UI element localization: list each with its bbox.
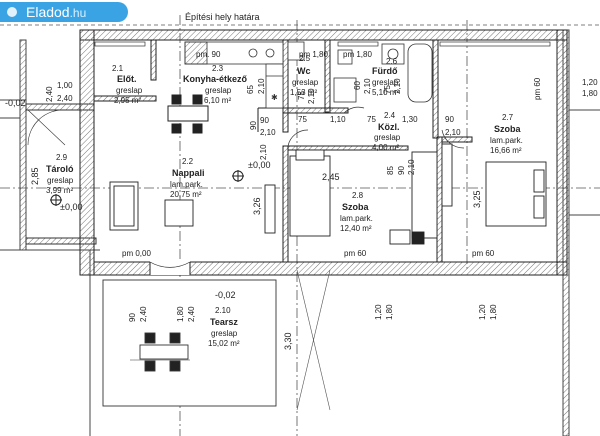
living-room-furniture bbox=[109, 181, 276, 234]
terrace-slope-lines bbox=[296, 269, 331, 411]
wc-fixtures bbox=[287, 41, 357, 103]
bathroom-fixtures bbox=[381, 43, 433, 103]
badge-brand: Eladod bbox=[26, 4, 70, 20]
level-markers bbox=[50, 170, 244, 206]
terrace-outline bbox=[102, 279, 277, 407]
inner-walls bbox=[93, 39, 473, 263]
bedroom-2-8-furniture bbox=[289, 149, 438, 245]
dining-table bbox=[167, 94, 209, 134]
bedroom-2-7-furniture bbox=[441, 143, 547, 227]
kitchen-counter: ✱ bbox=[184, 41, 284, 109]
logo-dot-icon bbox=[7, 7, 17, 17]
door-swings bbox=[149, 106, 465, 268]
windows bbox=[94, 41, 551, 47]
badge-suffix: .hu bbox=[69, 6, 87, 20]
svg-text:✱: ✱ bbox=[271, 93, 278, 102]
eladod-logo-badge[interactable]: Eladod.hu bbox=[0, 2, 128, 22]
house-outer-walls bbox=[79, 29, 568, 276]
